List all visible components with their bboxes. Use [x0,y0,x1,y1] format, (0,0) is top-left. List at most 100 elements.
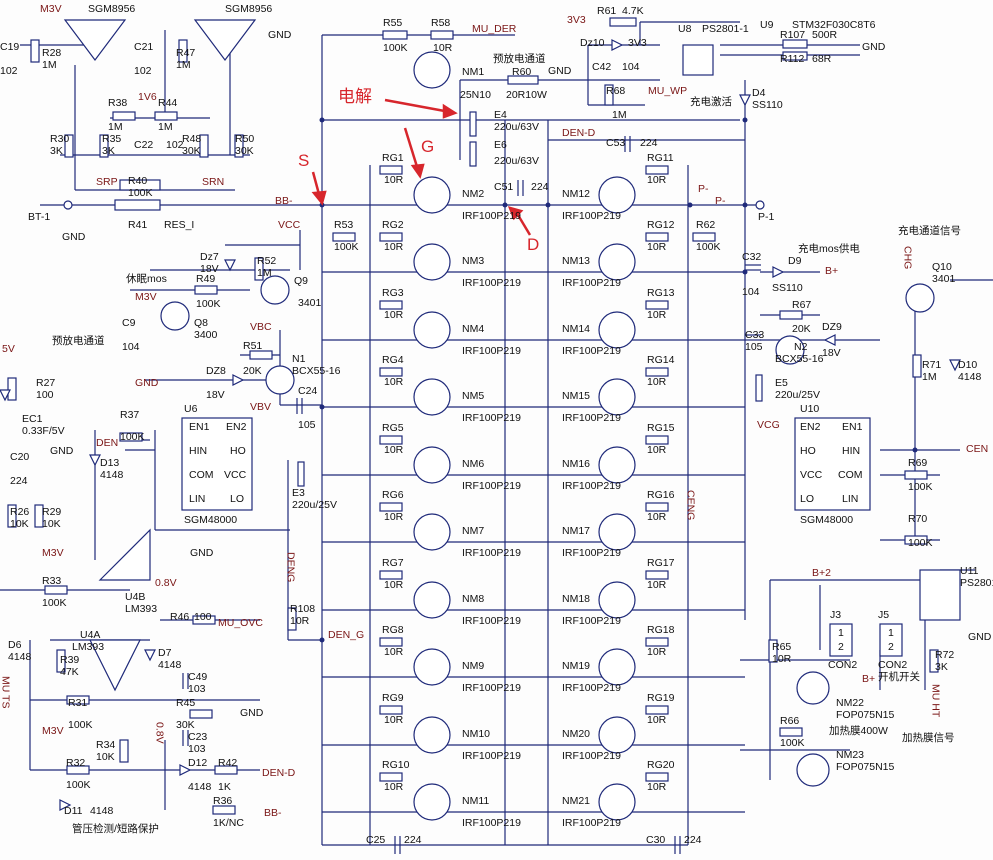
gate-resistor-value: 10R [647,174,667,186]
mosfet-label: NM11 [462,795,490,807]
gate-resistor-label: RG16 [647,489,675,501]
drain-note: D [527,235,540,254]
sleep-mos-note: 休眠mos [126,273,167,285]
u10-pin-en2: EN2 [800,421,821,433]
net-3v3: 3V3 [567,14,586,26]
source-note: S [298,151,310,170]
r33-value: 100K [42,597,67,609]
gate-resistor-label: RG7 [382,557,404,569]
gate-resistor-value: 10R [647,579,667,591]
r41-label: R41 [128,219,148,231]
r30-value: 3K [50,145,63,157]
u6-pin-en1: EN1 [189,421,210,433]
nm23-part: FOP075N15 [836,761,895,773]
j3-label: J3 [830,609,842,621]
r62-value: 100K [696,241,721,253]
r34-value: 10K [96,751,115,763]
u9-label: U9 [760,19,774,31]
gate-note: G [421,137,435,156]
mosfet-label: NM8 [462,593,485,605]
r26-label: R26 [10,506,30,518]
r58-value: 10R [433,42,453,54]
net-deng: DENG [284,552,297,583]
j3-pin2: 2 [838,641,844,653]
r112-label: R112 [780,53,805,65]
gate-resistor-label: RG18 [647,624,675,636]
u6-pin-ho: HO [230,445,246,457]
nm23-label: NM23 [836,749,865,761]
c19-value: 102 [0,65,18,77]
q9-label: Q9 [294,275,309,287]
r35-label: R35 [102,133,122,145]
terminal-bt1[interactable]: BT-1 [28,211,51,223]
c49-value: 103 [188,683,206,695]
r45-label: R45 [176,697,196,709]
net-0v8: 0.8V [155,577,177,589]
gate-resistor-label: RG10 [382,759,410,771]
gate-resistor-label: RG5 [382,422,404,434]
charge-signal-note: 充电通道信号 [898,225,961,237]
r39-value: 47K [60,666,79,678]
r52-label: R52 [257,255,277,267]
r29-value: 10K [42,518,61,530]
c51-label: C51 [494,181,514,193]
r66-label: R66 [780,715,800,727]
mosfet-part: IRF100P219 [462,345,521,357]
net-vcc: VCC [278,219,301,231]
r66-value: 100K [780,737,805,749]
gate-resistor-value: 10R [384,714,404,726]
r71-label: R71 [922,359,942,371]
mosfet-part: IRF100P219 [462,682,521,694]
c20-label: C20 [10,451,30,463]
r49-value: 100K [196,298,221,310]
r60-value: 20R10W [506,89,547,101]
ec1-value: 0.33F/5V [22,425,65,437]
net-bb2: BB- [264,807,282,819]
gate-resistor-label: RG20 [647,759,675,771]
r44-label: R44 [158,97,178,109]
j5-pin1: 1 [888,627,894,639]
chip-label: SGM8956 [88,3,136,15]
net-gnd: GND [268,29,292,41]
net-vcg: VCG [757,419,780,431]
net-p-minus-2: P- [715,195,726,207]
net-srp: SRP [96,176,118,188]
net-1v6: 1V6 [138,91,157,103]
c42-value: 104 [622,61,640,73]
c20-value: 224 [10,475,28,487]
r47-value: 1M [176,59,191,71]
d6-value: 4148 [8,651,32,663]
r27-label: R27 [36,377,56,389]
u10-pin-vcc: VCC [800,469,823,481]
n2-label: N2 [794,341,808,353]
c42-label: C42 [592,61,612,73]
r31-label: R31 [68,697,88,709]
e5-label: E5 [775,377,788,389]
gate-resistor-value: 10R [384,444,404,456]
r49-label: R49 [196,273,216,285]
r70-label: R70 [908,513,928,525]
terminal-p1[interactable]: P-1 [758,211,775,223]
gate-resistor-label: RG9 [382,692,404,704]
gate-resistor-value: 10R [647,781,667,793]
r37-label: R37 [120,409,140,421]
c21-value: 102 [134,65,152,77]
u10-pin-en1: EN1 [842,421,863,433]
c9-value: 104 [122,341,140,353]
net-mu-der: MU_DER [472,23,517,35]
r34-label: R34 [96,739,116,751]
e3-label: E3 [292,487,305,499]
mosfet-part: IRF100P219 [562,345,621,357]
c51-value: 224 [531,181,549,193]
d11-value: 4148 [90,805,114,817]
net-gnd-bt: GND [62,231,86,243]
mosfet-part: IRF100P219 [462,817,521,829]
heater-signal-note: 加热膜信号 [902,732,955,744]
mosfet-part: IRF100P219 [462,277,521,289]
r65-label: R65 [772,641,792,653]
r68-label: R68 [606,85,626,97]
mosfet-label: NM9 [462,660,485,672]
c25-label: C25 [366,834,386,846]
c53-value: 224 [640,137,658,149]
j5-pin2: 2 [888,641,894,653]
